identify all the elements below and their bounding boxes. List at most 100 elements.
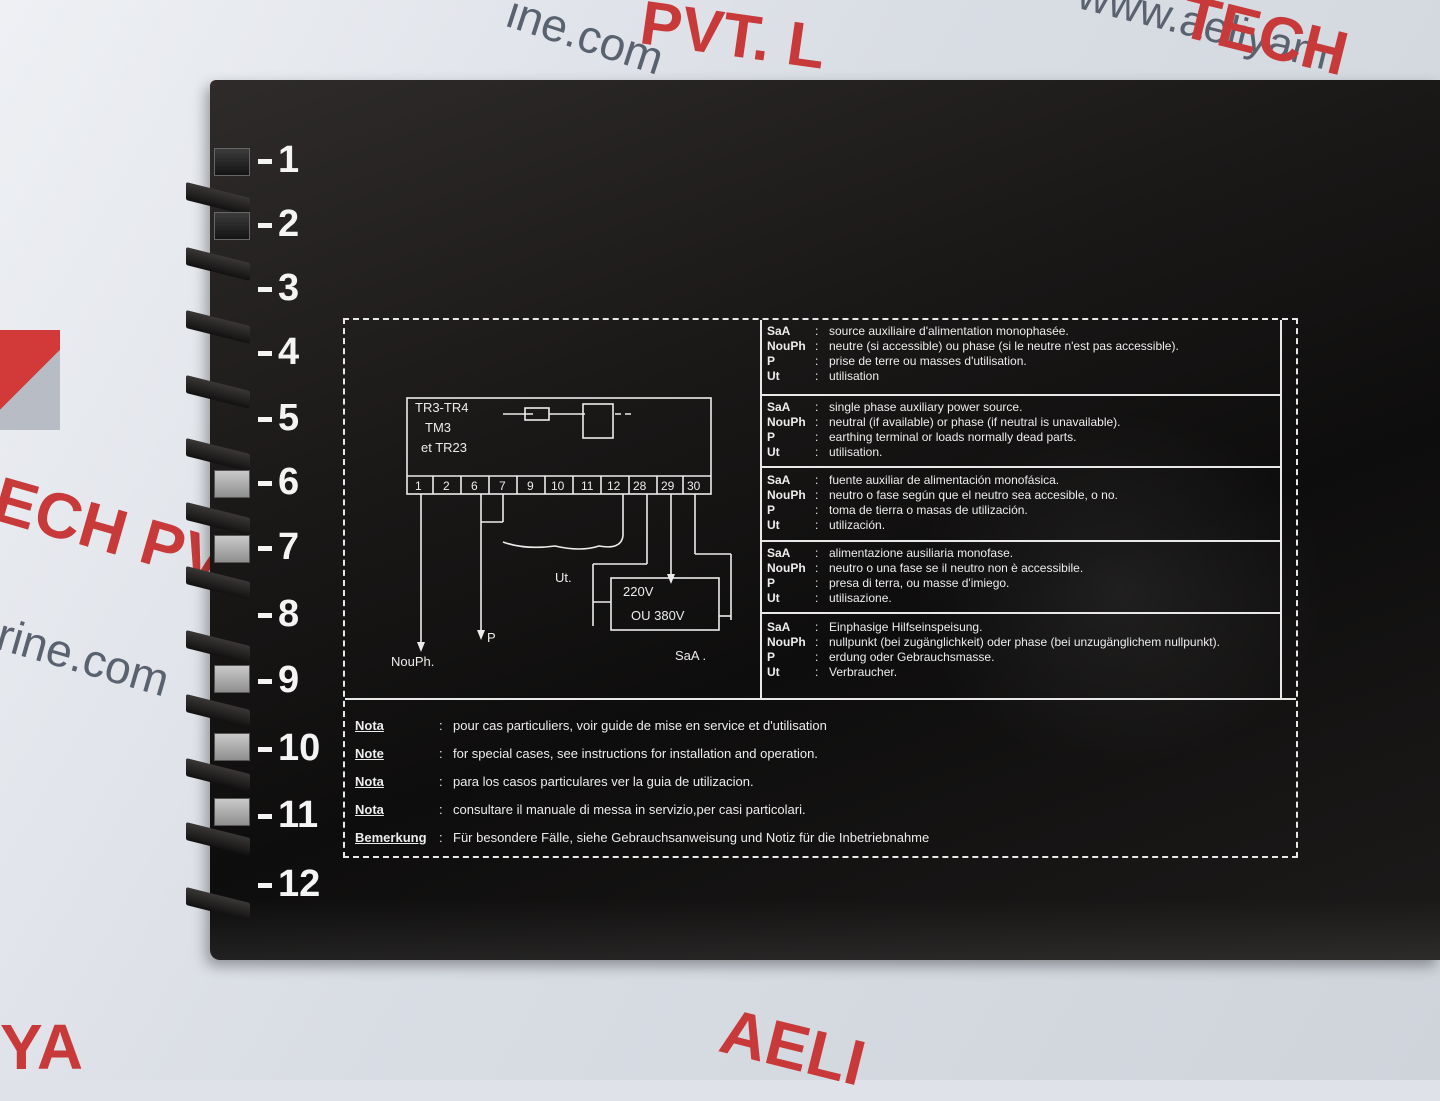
note-code: Nota	[355, 718, 384, 733]
legend-italian: SaA:alimentazione ausiliaria monofase. N…	[767, 546, 1282, 616]
legend-text: neutral (if available) or phase (if neut…	[829, 415, 1121, 429]
legend-english: SaA:single phase auxiliary power source.…	[767, 400, 1282, 470]
legend-german: SaA: Einphasige Hilfseinspeisung. NouPh:n…	[767, 620, 1282, 690]
device-label-line1: TR3-TR4	[415, 400, 468, 415]
legend-text: Verbraucher.	[829, 665, 898, 679]
legend-row: SaA:fuente auxiliar de alimentación mono…	[767, 473, 1282, 488]
legend-colon: :	[815, 488, 819, 502]
terminal-11	[214, 798, 250, 826]
legend-colon: :	[815, 324, 819, 338]
legend-row: SaA:single phase auxiliary power source.	[767, 400, 1282, 415]
note-code: Nota	[355, 774, 384, 789]
legend-row: NouPh:neutro o una fase se il neutro non…	[767, 561, 1282, 576]
legend-text: utilización.	[829, 518, 886, 532]
legend-colon: :	[815, 473, 819, 487]
legend-code: SaA	[767, 620, 791, 634]
note-text: for special cases, see instructions for …	[453, 746, 818, 761]
note-colon: :	[439, 746, 443, 761]
pin-label: 8	[258, 594, 328, 634]
legend-code: NouPh	[767, 415, 806, 429]
legend-text: presa di terra, ou masse d'imiego.	[829, 576, 1010, 590]
terminal-number: 30	[687, 479, 701, 493]
notes-section: Nota:pour cas particuliers, voir guide d…	[355, 712, 1285, 852]
pin-label: 9	[258, 660, 328, 700]
legend-colon: :	[815, 518, 819, 532]
legend-colon: :	[815, 400, 819, 414]
legend-text: earthing terminal or loads normally dead…	[829, 430, 1077, 444]
legend-text: prise de terre ou masses d'utilisation.	[829, 354, 1027, 368]
terminal-number: 6	[471, 479, 478, 493]
note-row: Nota:para los casos particulares ver la …	[355, 768, 1285, 796]
legend-row: SaA:alimentazione ausiliaria monofase.	[767, 546, 1282, 561]
legend-code: Ut	[767, 518, 780, 532]
legend-row: Ut:utilisation	[767, 369, 1282, 384]
legend-row: P:toma de tierra o masas de utilización.	[767, 503, 1282, 518]
legend-text: neutre (si accessible) ou phase (si le n…	[829, 339, 1179, 353]
legend-colon: :	[815, 354, 819, 368]
legend-code: Ut	[767, 369, 780, 383]
saa-label: SaA .	[675, 648, 706, 663]
terminal-2	[214, 212, 250, 240]
utilisation-label: Ut.	[555, 570, 572, 585]
pin-label: 12	[258, 864, 328, 904]
legend-row: Ut: utilización.	[767, 518, 1282, 533]
legend-colon: :	[815, 415, 819, 429]
terminal-number: 10	[551, 479, 565, 493]
note-code: Bemerkung	[355, 830, 427, 845]
legend-row: NouPh:nullpunkt (bei zugänglichkeit) ode…	[767, 635, 1282, 650]
legend-text: erdung oder Gebrauchsmasse.	[829, 650, 995, 664]
terminal-7	[214, 535, 250, 563]
earth-label: P	[487, 630, 496, 645]
note-row: Note: for special cases, see instructions…	[355, 740, 1285, 768]
legend-text: nullpunkt (bei zugänglichkeit) oder phas…	[829, 635, 1220, 649]
legend-row: P: erdung oder Gebrauchsmasse.	[767, 650, 1282, 665]
legend-code: NouPh	[767, 561, 806, 575]
watermark-bottom-left: YA	[0, 1011, 84, 1083]
legend-code: Ut	[767, 665, 780, 679]
wiring-diagram-svg: TR3-TR4 TM3 et TR23 1 2 6 7 9 10 11 12 2…	[391, 397, 732, 669]
legend-text: Einphasige Hilfseinspeisung.	[829, 620, 983, 634]
legend-text: neutro o fase según que el neutro sea ac…	[829, 488, 1118, 502]
legend-separator	[762, 612, 1282, 614]
legend-row: SaA:source auxiliaire d'alimentation mon…	[767, 324, 1282, 339]
legend-separator	[762, 394, 1282, 396]
terminal-number: 7	[499, 479, 506, 493]
note-colon: :	[439, 774, 443, 789]
legend-colon: :	[815, 635, 819, 649]
note-text: Für besondere Fälle, siehe Gebrauchsanwe…	[453, 830, 930, 845]
legend-row: SaA: Einphasige Hilfseinspeisung.	[767, 620, 1282, 635]
legend-code: P	[767, 650, 776, 664]
legend-colon: :	[815, 620, 819, 634]
watermark-logo-block	[0, 330, 60, 430]
legend-row: Ut:utilisazione.	[767, 591, 1282, 606]
legend-code: P	[767, 576, 776, 590]
legend-text: alimentazione ausiliaria monofase.	[829, 546, 1014, 560]
legend-code: SaA	[767, 400, 791, 414]
device-label-line2: TM3	[425, 420, 451, 435]
legend-colon: :	[815, 339, 819, 353]
legend-text: utilisation.	[829, 445, 883, 459]
legend-colon: :	[815, 503, 819, 517]
legend-colon: :	[815, 650, 819, 664]
legend-colon: :	[815, 369, 819, 383]
terminal-number: 1	[415, 479, 422, 493]
legend-colon: :	[815, 665, 819, 679]
legend-code: Ut	[767, 445, 780, 459]
legend-colon: :	[815, 591, 819, 605]
note-row: Bemerkung:Für besondere Fälle, siehe Geb…	[355, 824, 1285, 852]
legend-spanish: SaA:fuente auxiliar de alimentación mono…	[767, 473, 1282, 543]
pin-label: 4	[258, 332, 328, 372]
legend-code: P	[767, 430, 776, 444]
pin-label: 2	[258, 204, 328, 244]
note-colon: :	[439, 802, 443, 817]
pin-label: 6	[258, 462, 328, 502]
note-code: Nota	[355, 802, 384, 817]
terminal-number: 29	[661, 479, 675, 493]
legend-row: NouPh:neutro o fase según que el neutro …	[767, 488, 1282, 503]
terminal-number: 9	[527, 479, 534, 493]
legend-code: Ut	[767, 591, 780, 605]
legend-code: P	[767, 503, 776, 517]
note-code: Note	[355, 746, 384, 761]
nouph-label: NouPh.	[391, 654, 434, 669]
pin-label: 7	[258, 527, 328, 567]
